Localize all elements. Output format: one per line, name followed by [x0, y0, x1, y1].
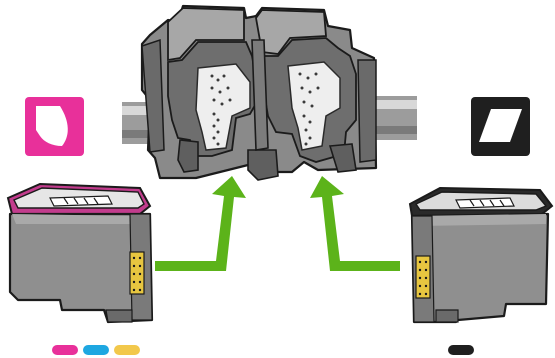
yellow-ink-dot — [114, 345, 140, 355]
black-ink-dot — [448, 345, 474, 355]
right-insertion-arrow — [310, 176, 400, 271]
magenta-ink-dot — [52, 345, 78, 355]
black-ink-dots — [448, 345, 474, 355]
cyan-ink-dot — [83, 345, 109, 355]
tri-color-cartridge-slot-icon — [25, 97, 84, 156]
black-cartridge-slot-icon — [471, 97, 530, 156]
cartridge-carriage — [142, 6, 376, 180]
black-cartridge — [410, 188, 552, 322]
tri-color-ink-dots — [52, 345, 140, 355]
tri-color-cartridge — [8, 184, 152, 322]
left-insertion-arrow — [155, 176, 246, 271]
